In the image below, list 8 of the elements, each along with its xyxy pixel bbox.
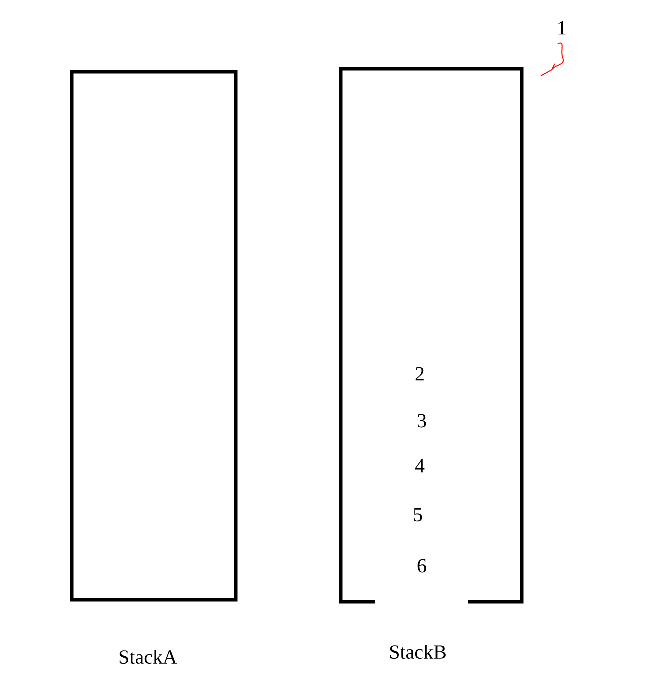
number-label: 4	[415, 459, 425, 473]
number-label: 5	[414, 508, 422, 522]
stack-label: StackB	[390, 644, 446, 660]
number-label: 6	[418, 559, 426, 573]
number-label: 3	[418, 414, 426, 428]
number-label: 1	[558, 21, 566, 35]
stack-label: StackA	[120, 650, 178, 664]
number-label: 2	[416, 367, 424, 381]
